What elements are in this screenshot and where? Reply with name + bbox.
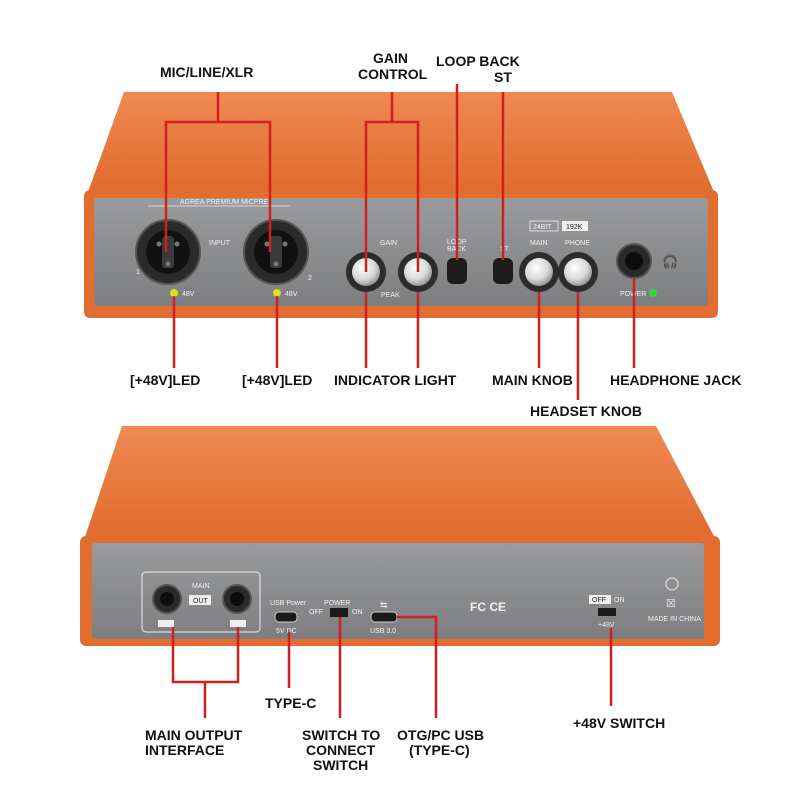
gain-label: GAIN — [380, 240, 397, 247]
main-out-label: MAIN — [192, 583, 210, 590]
input-label: INPUT — [209, 240, 231, 247]
led-48v-1-label: 48V — [182, 291, 195, 298]
brand-strip-text: AGREA PREMIUM MICPRE — [180, 199, 269, 206]
main-knob[interactable] — [519, 252, 559, 292]
led-48v-1 — [170, 289, 178, 297]
front-leader-lines — [164, 84, 636, 400]
khz-badge — [562, 221, 588, 231]
main-out-marker-left — [158, 620, 174, 627]
usb-power-label: USB Power — [270, 600, 307, 607]
recycle-icon — [665, 577, 679, 591]
callout-indicator-light: INDICATOR LIGHT — [334, 372, 457, 388]
callout-led-right: [+48V]LED — [242, 372, 312, 388]
callout-loop-back: LOOP BACK — [436, 53, 520, 69]
led-48v-2-label: 48V — [285, 291, 298, 298]
rear-leader-lines — [171, 615, 613, 718]
callout-mic-line-xlr: MIC/LINE/XLR — [160, 64, 253, 80]
callout-gain-control-1: GAIN — [373, 50, 408, 66]
power-switch-label: POWER — [324, 600, 350, 607]
st-label: ST — [500, 246, 510, 253]
phone-label: PHONE — [565, 240, 590, 247]
sw-48v-label: +48V — [598, 622, 615, 629]
main-out-jack-right[interactable] — [222, 584, 252, 614]
callout-led-left: [+48V]LED — [130, 372, 200, 388]
ch1-label: 1 — [136, 269, 140, 276]
out-label: OUT — [193, 598, 209, 605]
main-out-jack-left[interactable] — [152, 584, 182, 614]
callout-gain-control-2: CONTROL — [358, 66, 428, 82]
callout-st: ST — [494, 69, 512, 85]
xlr-jack-1[interactable] — [135, 219, 201, 285]
callout-switch-1: SWITCH TO — [302, 727, 380, 743]
st-button[interactable] — [493, 258, 513, 284]
sw-off-label: OFF — [592, 597, 606, 604]
sw-on-label: ON — [614, 597, 625, 604]
callout-headphone-jack: HEADPHONE JACK — [610, 372, 741, 388]
callout-headset-knob: HEADSET KNOB — [530, 403, 642, 419]
sw-off-badge — [589, 595, 611, 604]
power-on-label: ON — [352, 609, 363, 616]
peak-label: PEAK — [381, 292, 400, 299]
weee-bin-icon: ☒ — [666, 598, 676, 610]
callout-otg-2: (TYPE-C) — [409, 742, 470, 758]
bit-label: 24BIT — [533, 224, 552, 231]
usb-power-port[interactable] — [274, 611, 298, 623]
rear-panel — [92, 543, 704, 639]
out-badge — [189, 595, 211, 605]
loop-back-button[interactable] — [447, 258, 467, 284]
callout-otg-1: OTG/PC USB — [397, 727, 484, 743]
made-in-label: MADE IN CHINA — [648, 616, 701, 623]
power-off-label: OFF — [309, 609, 323, 616]
dc-label: 5V DC — [276, 628, 297, 635]
ch2-label: 2 — [308, 275, 312, 282]
khz-label: 192K — [566, 224, 583, 231]
callout-type-c: TYPE-C — [265, 695, 316, 711]
phone-knob[interactable] — [558, 252, 598, 292]
cert-marks: FC CE — [470, 600, 506, 614]
headphone-icon: 🎧 — [662, 254, 678, 269]
main-out-marker-right — [230, 620, 246, 627]
callout-main-output-1: MAIN OUTPUT — [145, 727, 243, 743]
callout-switch-3: SWITCH — [313, 757, 368, 773]
power-switch[interactable] — [330, 608, 348, 617]
front-unit: AGREA PREMIUM MICPRE INPUT 1 2 48V 48V 1… — [84, 50, 741, 419]
v48-switch[interactable] — [598, 608, 616, 616]
usb30-label: USB 3.0 — [370, 628, 396, 635]
callout-main-output-2: INTERFACE — [145, 742, 224, 758]
main-label: MAIN — [530, 240, 548, 247]
power-led — [649, 289, 657, 297]
callout-main-knob: MAIN KNOB — [492, 372, 573, 388]
rear-unit: MAIN OUT USB Power 5V DC POWER OFF ON ⇆ … — [80, 426, 720, 773]
usb30-port[interactable] — [370, 611, 398, 623]
headphone-jack[interactable] — [616, 243, 652, 279]
callout-switch-2: CONNECT — [306, 742, 376, 758]
led-48v-2 — [273, 289, 281, 297]
main-out-frame — [141, 571, 261, 633]
callout-48v-switch: +48V SWITCH — [573, 715, 665, 731]
front-chassis-top — [88, 92, 714, 192]
xlr-jack-2[interactable] — [243, 219, 309, 285]
bit-badge — [529, 220, 559, 232]
rear-chassis-top — [84, 426, 716, 540]
usb-icon: ⇆ — [380, 600, 388, 610]
brand-strip: AGREA PREMIUM MICPRE — [148, 199, 290, 207]
